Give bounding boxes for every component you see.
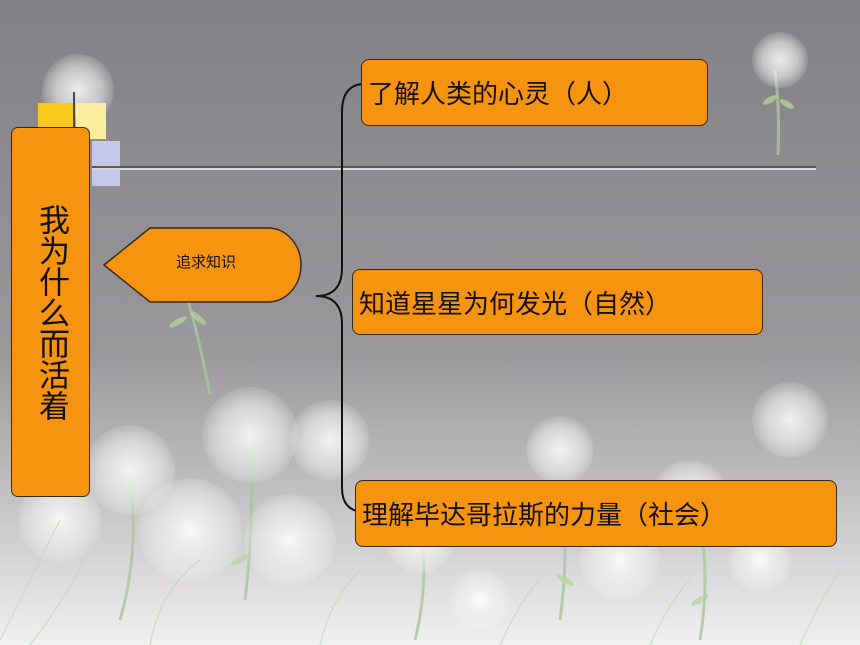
title-box: 我为什么而活着 <box>11 127 90 497</box>
decorative-horizontal-line <box>92 166 816 168</box>
branch-node-stars-shine: 知道星星为何发光（自然） <box>352 269 763 335</box>
pursuit-label: 追求知识 <box>175 253 236 271</box>
pursuit-arrow-shape <box>102 227 302 303</box>
decorative-square-blue <box>92 141 120 186</box>
decorative-vertical-line <box>73 92 75 128</box>
branch-node-pythagoras-power: 理解毕达哥拉斯的力量（社会） <box>355 480 837 547</box>
decorative-horizontal-line-highlight <box>92 168 816 170</box>
decorative-square-yellow <box>38 103 74 127</box>
branch-label: 知道星星为何发光（自然） <box>359 289 672 320</box>
curly-brace-connector <box>315 83 363 513</box>
branch-node-human-soul: 了解人类的心灵（人） <box>361 59 708 126</box>
branch-label: 了解人类的心灵（人） <box>368 80 629 110</box>
branch-label: 理解毕达哥拉斯的力量（社会） <box>362 501 727 531</box>
title-text: 我为什么而活着 <box>33 203 69 421</box>
